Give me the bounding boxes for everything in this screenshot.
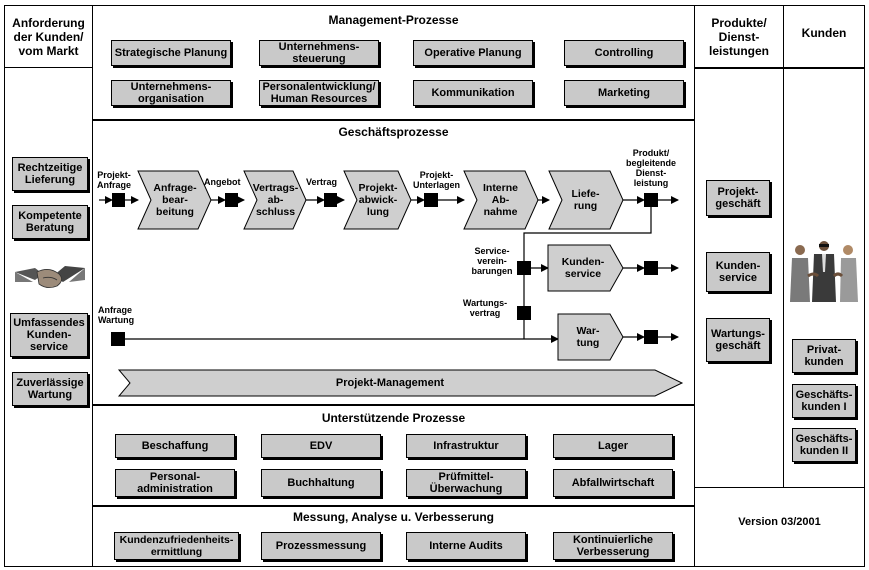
handshake-icon [15, 266, 85, 288]
management-box: Marketing [564, 80, 684, 106]
management-box: Personalentwicklung/ Human Resources [259, 80, 379, 106]
support-title: Unterstützende Prozesse [321, 411, 466, 425]
management-title: Management-Prozesse [328, 13, 459, 27]
customer-box: Privat- kunden [792, 339, 856, 373]
process-step-shape [557, 313, 624, 361]
process-step-shape [243, 170, 307, 230]
section-divider-business [92, 119, 695, 121]
milestone-marker [644, 193, 658, 207]
step-lieferung: Liefe- rung [571, 188, 600, 212]
process-step-shape [548, 170, 624, 230]
support-box: Lager [553, 434, 673, 458]
management-box: Unternehmens- steuerung [259, 40, 379, 66]
label-anfrage-wartung: Anfrage Wartung [98, 305, 135, 325]
milestone-marker [517, 261, 531, 275]
section-divider-support [92, 404, 695, 406]
business-people-icon [790, 241, 858, 302]
customer-box: Geschäfts- kunden II [792, 428, 856, 462]
support-box: Personal- administration [115, 469, 235, 497]
management-box: Controlling [564, 40, 684, 66]
products-header: Produkte/ Dienst- leistungen [708, 16, 769, 58]
products-header-divider [694, 67, 865, 69]
measurement-box: Kundenzufriedenheits- ermittlung [114, 532, 239, 560]
support-box: EDV [261, 434, 381, 458]
requirement-box: Umfassendes Kunden- service [10, 313, 88, 357]
requirement-box: Rechtzeitige Lieferung [12, 157, 88, 191]
milestone-marker [324, 193, 337, 207]
business-title: Geschäftsprozesse [338, 125, 449, 139]
customers-header: Kunden [801, 26, 847, 40]
label-wartungsvertrag: Wartungs- vertrag [462, 298, 508, 318]
process-step-shape [343, 170, 412, 230]
requirement-box: Kompetente Beratung [12, 205, 88, 239]
process-step-shape [547, 244, 624, 292]
milestone-marker [644, 261, 658, 275]
support-box: Beschaffung [115, 434, 235, 458]
label-projekt-unterlagen: Projekt- Unterlagen [413, 170, 461, 190]
step-kundenservice: Kunden- service [561, 256, 605, 280]
label-servicevereinbarungen: Service- verein- barungen [471, 246, 513, 276]
milestone-marker [111, 332, 125, 346]
process-step-shape [137, 170, 212, 230]
product-box: Kunden- service [706, 252, 770, 292]
management-box: Unternehmens- organisation [111, 80, 231, 106]
support-box: Buchhaltung [261, 469, 381, 497]
milestone-marker [517, 306, 531, 320]
management-box: Kommunikation [413, 80, 533, 106]
milestone-marker [644, 330, 658, 344]
management-box: Operative Planung [413, 40, 533, 66]
label-projekt-anfrage: Projekt- Anfrage [97, 170, 132, 190]
management-box: Strategische Planung [111, 40, 231, 66]
step-interne-abnahme: Interne Ab- nahme [482, 182, 518, 218]
requirements-header: Anforderung der Kunden/ vom Markt [12, 16, 85, 58]
requirements-header-cell [4, 5, 93, 68]
project-management-arrow [117, 369, 684, 397]
step-vertragsabschluss: Vertrags- ab- schluss [252, 182, 299, 218]
product-box: Wartungs- geschäft [706, 318, 770, 362]
label-produkt-dienstleistung: Produkt/ begleitende Dienst- leistung [625, 148, 676, 188]
measurement-box: Prozessmessung [261, 532, 381, 560]
step-projektabwicklung: Projekt- abwick- lung [358, 182, 398, 218]
version-label: Version 03/2001 [738, 516, 821, 528]
measurement-box: Kontinuierliche Verbesserung [553, 532, 673, 560]
milestone-marker [225, 193, 238, 207]
project-management-label: Projekt-Management [335, 377, 445, 389]
label-angebot: Angebot [204, 177, 241, 187]
label-vertrag: Vertrag [306, 177, 338, 187]
measurement-title: Messung, Analyse u. Verbesserung [293, 510, 494, 524]
step-anfragebearbeitung: Anfrage- bear- beitung [153, 182, 197, 218]
measurement-box: Interne Audits [406, 532, 526, 560]
product-box: Projekt- geschäft [706, 180, 770, 216]
requirement-box: Zuverlässige Wartung [12, 372, 88, 406]
version-cell [694, 487, 865, 567]
support-box: Infrastruktur [406, 434, 526, 458]
step-wartung: War- tung [576, 325, 600, 349]
milestone-marker [424, 193, 438, 207]
section-divider-measurement [92, 505, 695, 507]
support-box: Abfallwirtschaft [553, 469, 673, 497]
customer-box: Geschäfts- kunden I [792, 384, 856, 418]
milestone-marker [112, 193, 125, 207]
process-step-shape [463, 170, 539, 230]
support-box: Prüfmittel- Überwachung [406, 469, 526, 497]
